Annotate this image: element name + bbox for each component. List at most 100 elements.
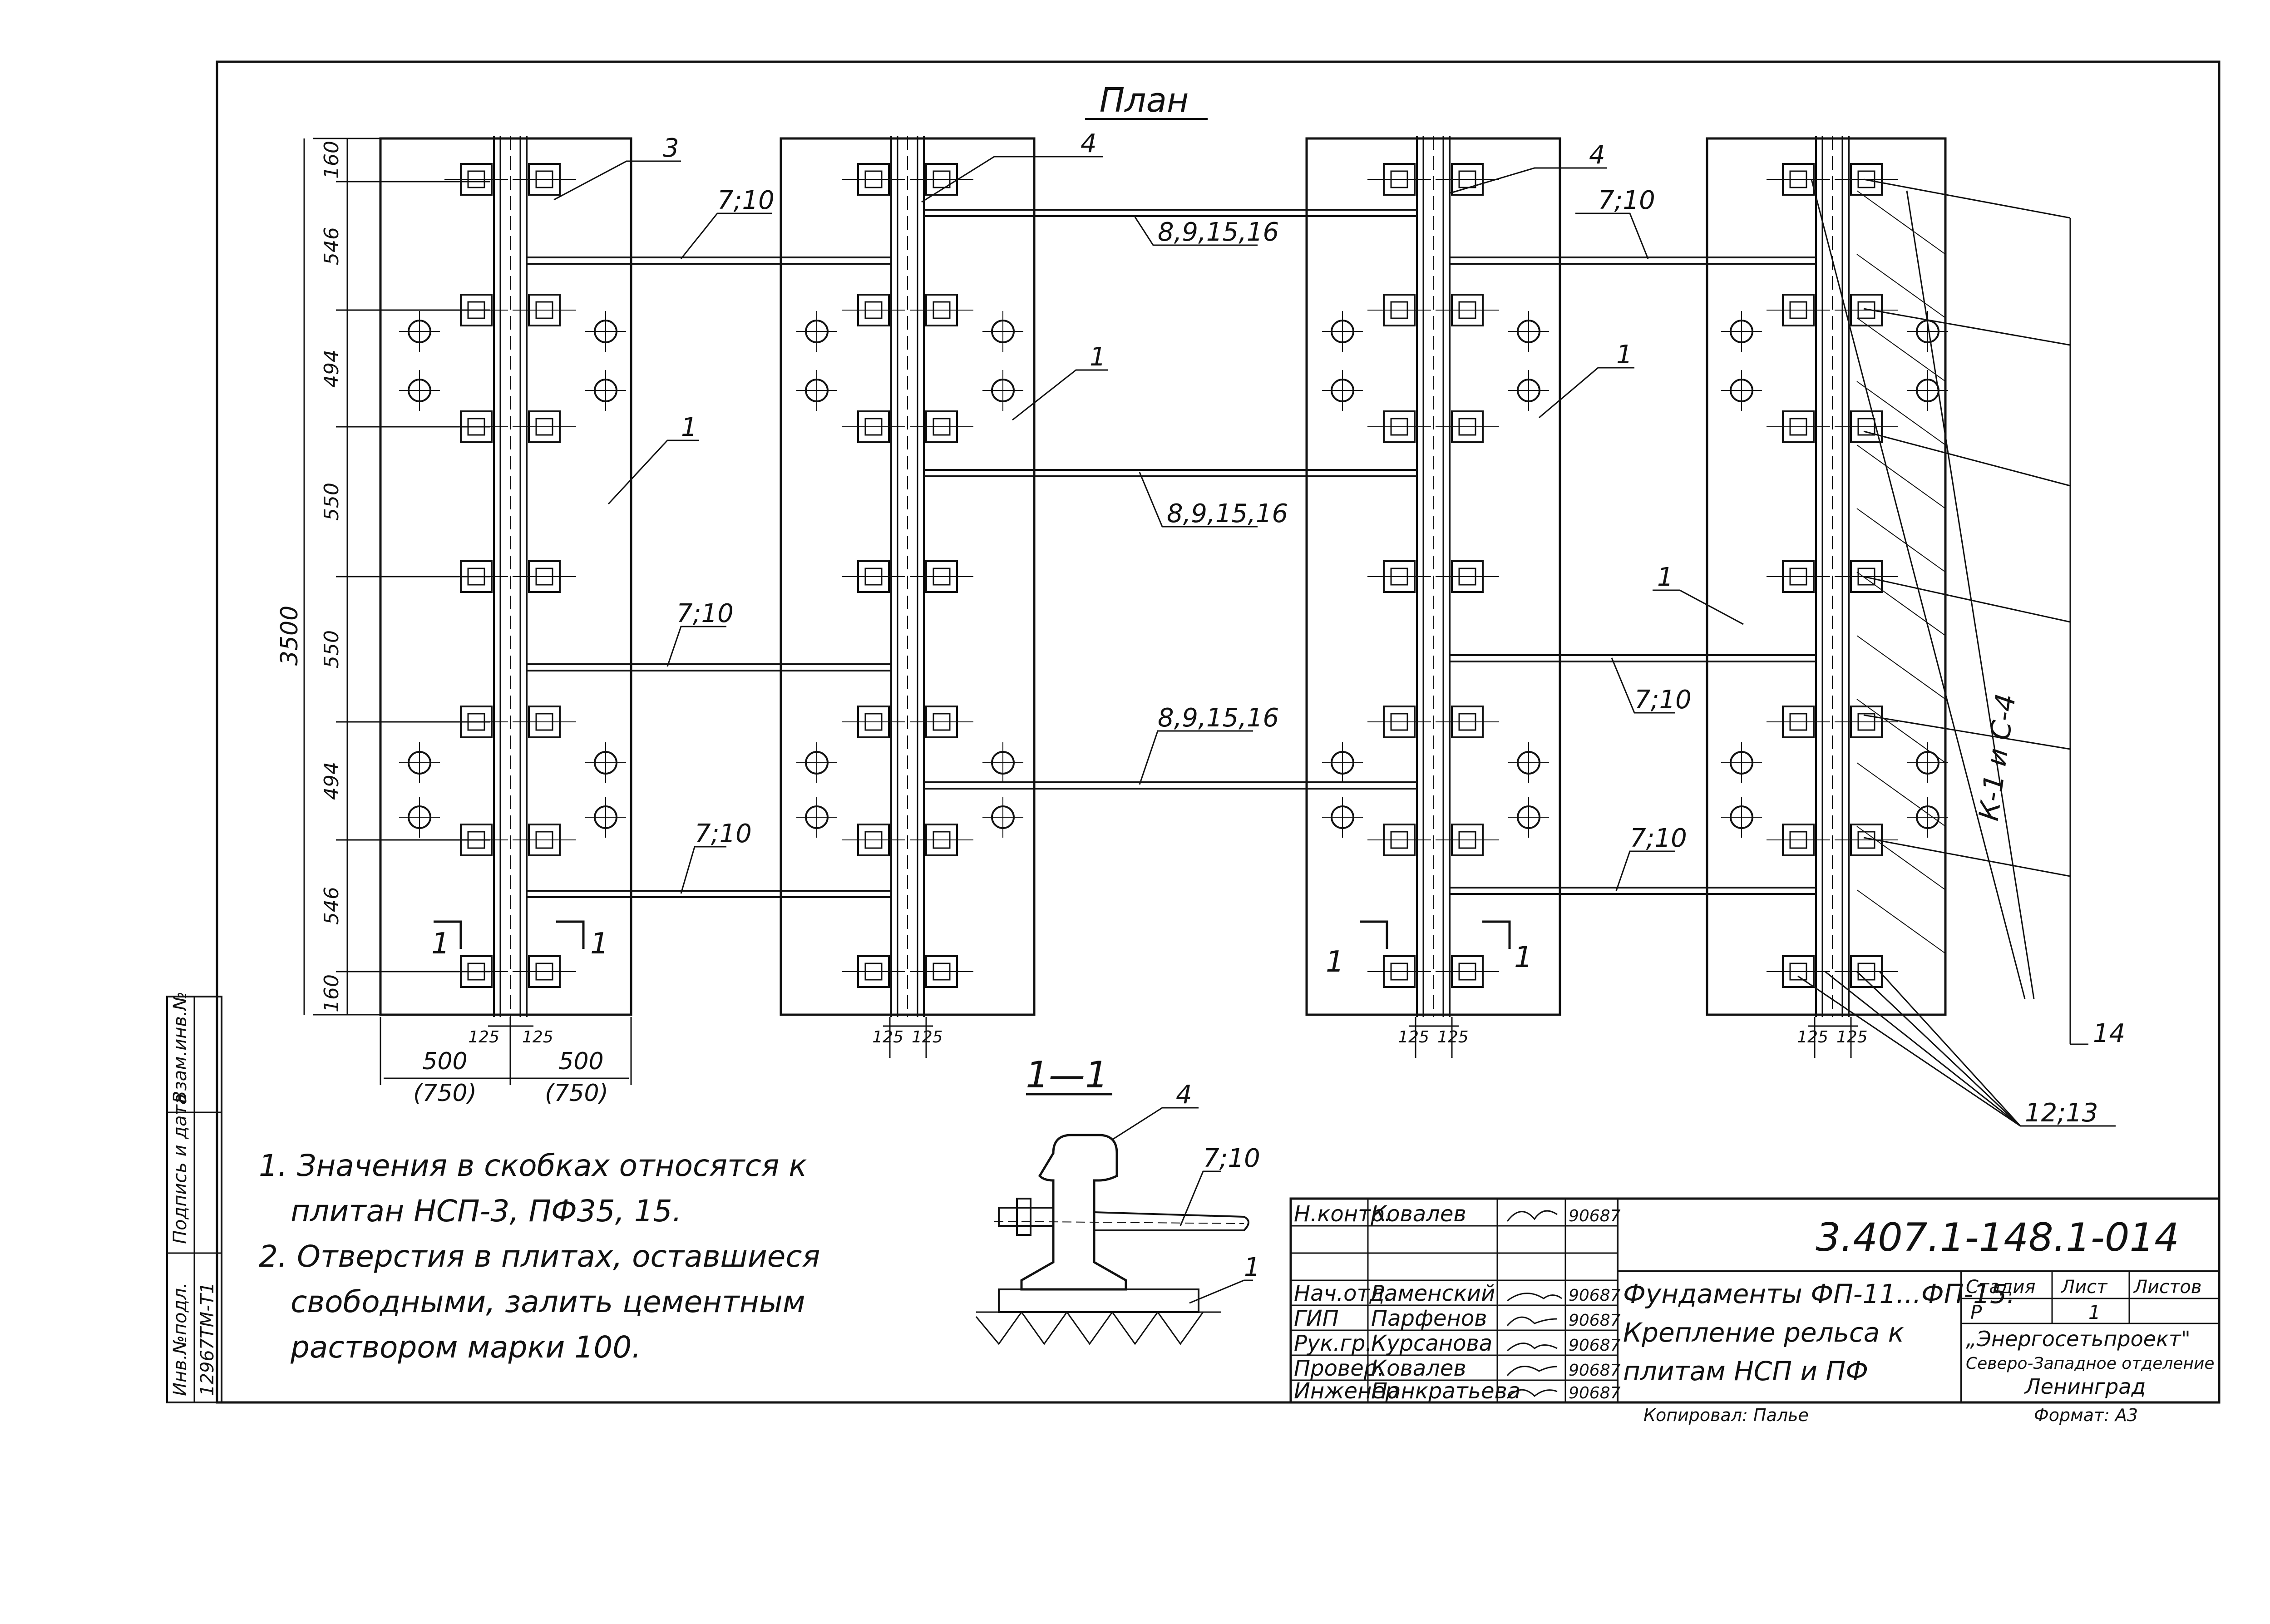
svg-text:1: 1 xyxy=(431,927,450,961)
section-mark-plate1: 1 1 xyxy=(431,920,609,961)
svg-text:ГИП: ГИП xyxy=(1294,1306,1339,1331)
svg-text:Р: Р xyxy=(1970,1301,1982,1323)
svg-text:Лист: Лист xyxy=(2060,1277,2108,1298)
signature-6 xyxy=(1506,1389,1558,1399)
callout-12-13: 12;13 xyxy=(2025,1098,2098,1128)
note-line-5: раствором марки 100. xyxy=(290,1330,641,1365)
svg-text:Взам.инв.№: Взам.инв.№ xyxy=(170,992,191,1103)
slab xyxy=(998,1288,1199,1313)
side-stamp: Взам.инв.№ Подпись и дата Инв.№подл. 129… xyxy=(166,992,222,1403)
plan-title: План xyxy=(1100,81,1189,120)
concrete-hatch xyxy=(975,1311,1221,1345)
callout-710e: 7;10 xyxy=(695,819,752,849)
plate-4 xyxy=(1706,137,1947,1016)
signature-3 xyxy=(1506,1316,1558,1326)
svg-text:125: 125 xyxy=(1437,1028,1469,1046)
svg-text:125: 125 xyxy=(1398,1028,1429,1046)
note-line-2: плитан НСП-3, ПФ35, 15. xyxy=(291,1194,682,1229)
svg-text:550: 550 xyxy=(320,630,343,668)
section-callout-1: 1 xyxy=(1244,1253,1260,1282)
callout-4b: 4 xyxy=(1589,140,1605,170)
svg-text:Стадия: Стадия xyxy=(1966,1277,2035,1298)
svg-text:12967ТМ-Т1: 12967ТМ-Т1 xyxy=(197,1282,218,1396)
drawing-code: 3.407.1-148.1-014 xyxy=(1816,1215,2179,1260)
svg-text:Фундаменты ФП-11...ФП-15.: Фундаменты ФП-11...ФП-15. xyxy=(1623,1278,2015,1309)
notes: 1. Значения в скобках относятся к плитан… xyxy=(259,1148,820,1365)
svg-text:Парфенов: Парфенов xyxy=(1371,1306,1487,1331)
bottom-dimensions: 125 125 125 125 125 125 125 125 500 (750… xyxy=(380,1017,1868,1107)
copied-by: Копировал: Палье xyxy=(1643,1405,1809,1425)
svg-text:Крепление рельса к: Крепление рельса к xyxy=(1623,1317,1904,1348)
callout-710a: 7;10 xyxy=(717,186,775,215)
svg-text:125: 125 xyxy=(468,1028,499,1046)
signature-5 xyxy=(1506,1366,1558,1376)
fasteners-group xyxy=(399,163,1948,988)
tie-rods xyxy=(527,209,1816,898)
callout-1c: 1 xyxy=(1616,340,1633,370)
svg-text:125: 125 xyxy=(1797,1028,1828,1046)
svg-text:90687: 90687 xyxy=(1569,1336,1621,1355)
svg-text:„Энергосетьпроект": „Энергосетьпроект" xyxy=(1966,1327,2191,1351)
title-block: Н.контр. Ковалев 90687 Нач.отд. Раменски… xyxy=(1289,1197,2221,1404)
rail-profile xyxy=(1020,1134,1127,1291)
svg-text:90687: 90687 xyxy=(1569,1384,1621,1402)
svg-text:Северо-Западное отделение: Северо-Западное отделение xyxy=(1966,1354,2215,1373)
svg-text:90687: 90687 xyxy=(1569,1286,1621,1305)
format-label: Формат: А3 xyxy=(2034,1405,2138,1425)
callout-710f: 7;10 xyxy=(1630,824,1687,853)
signature-1 xyxy=(1506,1210,1558,1222)
leader-lines-right xyxy=(1797,178,2116,1127)
svg-text:90687: 90687 xyxy=(1569,1311,1621,1330)
callout-k1-c4: К-1 и С-4 xyxy=(1973,692,2022,823)
svg-text:90687: 90687 xyxy=(1569,1361,1621,1380)
vertical-dimensions: 160 546 494 550 550 494 546 160 3500 xyxy=(276,138,490,1016)
svg-text:Панкратьева: Панкратьева xyxy=(1371,1378,1520,1404)
svg-text:Нач.отд.: Нач.отд. xyxy=(1294,1281,1392,1306)
svg-text:Инженер: Инженер xyxy=(1294,1378,1399,1404)
svg-text:Подпись и дата: Подпись и дата xyxy=(170,1094,191,1244)
svg-text:1: 1 xyxy=(1326,945,1344,979)
callout-1a: 1 xyxy=(681,413,697,442)
callout-1d: 1 xyxy=(1657,563,1673,592)
svg-text:1: 1 xyxy=(590,927,609,961)
callout-8c: 8,9,15,16 xyxy=(1158,703,1279,733)
svg-text:(750): (750) xyxy=(413,1080,477,1107)
note-line-4: свободными, залить цементным xyxy=(291,1284,805,1319)
svg-text:550: 550 xyxy=(320,483,343,521)
svg-text:Курсанова: Курсанова xyxy=(1371,1331,1492,1356)
svg-text:плитам НСП и ПФ: плитам НСП и ПФ xyxy=(1623,1356,1868,1387)
svg-text:1: 1 xyxy=(1514,941,1533,974)
svg-text:Провер.: Провер. xyxy=(1294,1356,1384,1381)
nut xyxy=(1016,1198,1031,1236)
svg-text:1: 1 xyxy=(2088,1301,2101,1323)
section-title: 1—1 xyxy=(1026,1054,1108,1096)
svg-text:546: 546 xyxy=(320,227,343,265)
svg-text:160: 160 xyxy=(320,141,343,179)
callout-3: 3 xyxy=(663,133,679,163)
note-line-1: 1. Значения в скобках относятся к xyxy=(259,1148,807,1183)
bolt xyxy=(998,1207,1054,1227)
svg-text:125: 125 xyxy=(912,1028,943,1046)
svg-text:494: 494 xyxy=(320,762,343,800)
svg-text:160: 160 xyxy=(320,974,343,1012)
callout-1b: 1 xyxy=(1090,342,1106,372)
callout-8b: 8,9,15,16 xyxy=(1167,499,1288,528)
hatch-area xyxy=(1856,190,1946,954)
section-callout-710: 7;10 xyxy=(1203,1144,1260,1173)
dim-total-3500: 3500 xyxy=(276,606,303,666)
section-1-1: 1—1 4 7;10 1 xyxy=(975,1054,1260,1345)
signature-4 xyxy=(1507,1343,1558,1352)
svg-text:500: 500 xyxy=(558,1048,603,1075)
svg-text:Раменский: Раменский xyxy=(1371,1281,1495,1306)
callout-14: 14 xyxy=(2093,1019,2125,1048)
note-line-3: 2. Отверстия в плитах, оставшиеся xyxy=(259,1239,820,1274)
svg-text:125: 125 xyxy=(872,1028,903,1046)
callout-710b: 7;10 xyxy=(1598,186,1655,215)
leader-lines xyxy=(553,156,1744,894)
svg-text:Ковалев: Ковалев xyxy=(1371,1201,1466,1227)
svg-text:Рук.гр.: Рук.гр. xyxy=(1294,1331,1372,1356)
section-mark-plate3: 1 1 xyxy=(1326,920,1533,979)
rod xyxy=(1094,1211,1249,1231)
callout-8a: 8,9,15,16 xyxy=(1158,217,1279,247)
